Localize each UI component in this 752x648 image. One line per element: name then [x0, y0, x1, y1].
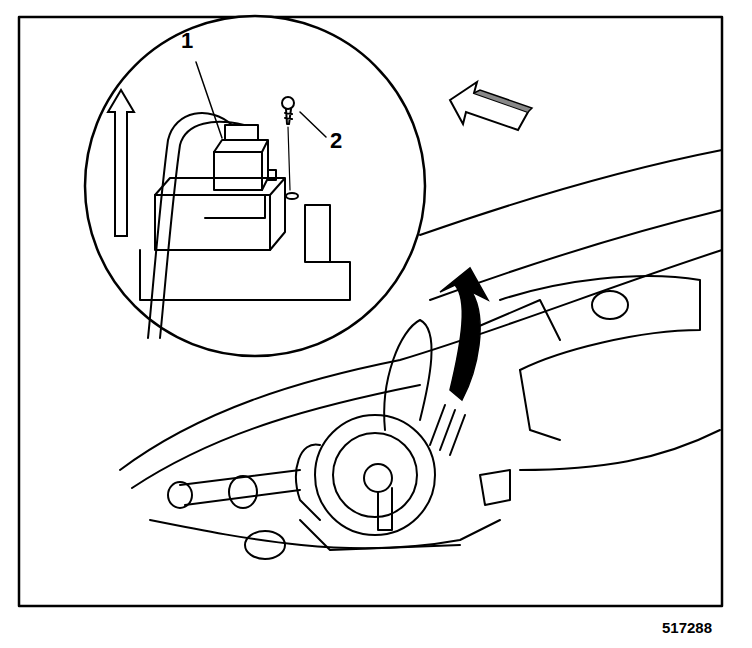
headlamp-body	[520, 370, 560, 440]
fastener	[480, 470, 510, 505]
lower-panel	[520, 430, 720, 470]
housing	[315, 415, 435, 535]
housing-tab	[378, 488, 392, 530]
bulb-opening	[592, 291, 628, 319]
relay-plug	[225, 125, 258, 140]
housing-base	[300, 520, 460, 550]
headlamp-body	[500, 276, 700, 370]
rotation-arrow	[440, 268, 488, 400]
leader-line	[196, 62, 222, 138]
callout-number: 1	[181, 30, 193, 52]
bracket-tab	[305, 205, 330, 262]
inset-circle	[85, 16, 425, 356]
callout-number: 2	[330, 130, 342, 152]
harness	[160, 122, 244, 338]
housing-ring	[296, 444, 320, 520]
wire-loop	[384, 320, 431, 430]
screw-head	[282, 97, 294, 109]
housing-cap	[364, 464, 392, 492]
slats	[430, 405, 465, 455]
housing	[333, 433, 417, 517]
screw-shank	[285, 109, 292, 124]
figure-number: 517288	[662, 620, 712, 635]
arrow-shadow	[474, 90, 532, 112]
relay	[214, 140, 268, 190]
grommet	[245, 531, 285, 559]
rod	[180, 470, 300, 505]
relay	[214, 152, 262, 190]
leader-line	[300, 112, 326, 137]
grommet	[229, 476, 257, 508]
install-line	[288, 127, 290, 190]
frame	[19, 17, 722, 606]
harness	[148, 113, 232, 338]
bracket	[470, 300, 560, 340]
base-block	[140, 250, 350, 300]
direction-arrow	[108, 90, 134, 236]
relay-tab	[268, 170, 276, 180]
screw-hole	[286, 193, 298, 199]
rod-end	[168, 482, 192, 508]
mount-step	[205, 195, 265, 218]
